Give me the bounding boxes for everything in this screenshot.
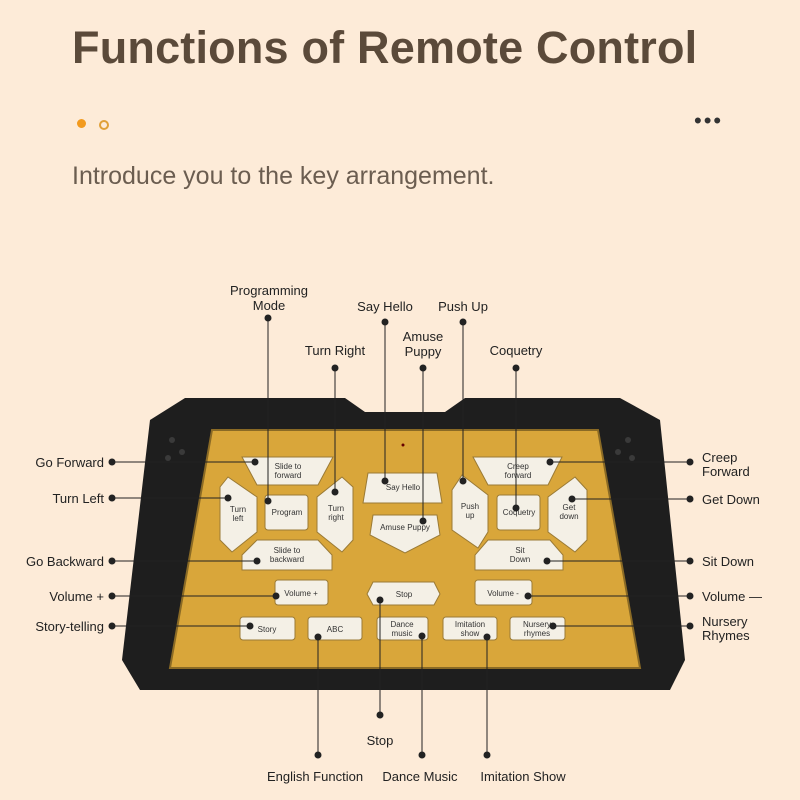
page-title: Functions of Remote Control [72,22,698,73]
callout-creep-forward: Creep [702,450,737,465]
dance-music-button[interactable] [376,616,429,641]
volume-up-button[interactable] [274,579,329,606]
button-label: Turn [230,505,246,514]
button-label: Slide to [275,462,302,471]
pagination-dot[interactable] [99,120,109,130]
callout-turn-left: Turn Left [52,491,104,506]
callout-turn-right: Turn Right [305,343,366,358]
slide-forward-button[interactable] [241,456,334,486]
button-label: backward [270,555,304,564]
subtitle: Introduce you to the key arrangement. [72,162,495,190]
volume-down-button[interactable] [474,579,533,606]
callout-imitation-show: Imitation Show [480,769,566,784]
button-label: Stop [396,590,413,599]
callout-creep-forward: Forward [702,464,750,479]
callout-dance-music: Dance Music [382,769,458,784]
callout-nursery-rhymes: Nursery [702,614,748,629]
button-label: Down [510,555,530,564]
callout-go-forward: Go Forward [35,455,104,470]
button-label: ABC [327,625,344,634]
button-label: Amuse Puppy [380,523,430,532]
button-label: Story [258,625,277,634]
amuse-puppy-button[interactable] [369,514,441,554]
button-label: Volume - [487,589,519,598]
button-label: Slide to [274,546,301,555]
speaker-holes [165,437,635,461]
button-label: Get [563,503,577,512]
nursery-rhymes-button[interactable] [509,616,566,641]
callout-coquetry: Coquetry [490,343,543,358]
coquetry-button[interactable] [496,494,541,531]
callout-programming-mode: Mode [253,298,286,313]
button-label: Volume + [284,589,318,598]
callout-dots [108,314,694,759]
button-label: right [328,513,344,522]
callout-programming-mode: Programming [230,283,308,298]
more-icon[interactable]: ••• [694,108,724,133]
abc-button[interactable] [307,616,363,641]
button-label: Program [272,508,303,517]
callout-story-telling: Story-telling [35,619,104,634]
callout-nursery-rhymes: Rhymes [702,628,750,643]
callout-stop: Stop [367,733,394,748]
button-label: music [392,629,413,638]
story-button[interactable] [239,616,296,641]
callout-push-up: Push Up [438,299,488,314]
pagination-dot-active[interactable] [77,119,86,128]
program-button[interactable] [264,494,309,531]
get-down-button[interactable] [547,476,588,553]
turn-right-button[interactable] [316,476,354,553]
button-label: forward [505,471,532,480]
button-label: Imitation [455,620,485,629]
button-label: Dance [390,620,414,629]
slide-backward-button[interactable] [241,539,333,571]
button-label: left [233,514,244,523]
button-label: down [559,512,578,521]
callout-lines [112,318,690,755]
button-label: Say Hello [386,483,421,492]
button-label: forward [275,471,302,480]
callout-sit-down: Sit Down [702,554,754,569]
button-label: Push [461,502,479,511]
callout-volume-down: Volume — [702,589,762,604]
indicator-light [401,443,405,447]
callout-english-function: English Function [267,769,363,784]
callout-amuse-puppy: Amuse [403,329,443,344]
sit-down-button[interactable] [474,539,564,571]
button-label: Coquetry [503,508,535,517]
button-label: show [461,629,480,638]
callout-volume-up: Volume + [49,589,104,604]
button-label: Turn [328,504,344,513]
stop-button[interactable] [366,581,441,606]
callout-go-backward: Go Backward [26,554,104,569]
button-label: up [466,511,475,520]
creep-forward-button[interactable] [472,456,563,486]
button-label: Creep [507,462,529,471]
callout-say-hello: Say Hello [357,299,413,314]
push-up-button[interactable] [451,474,489,549]
button-label: Nursery [523,620,551,629]
button-label: Sit [515,546,525,555]
callout-amuse-puppy: Puppy [405,344,442,359]
button-label: rhymes [524,629,550,638]
callout-get-down: Get Down [702,492,760,507]
imitation-show-button[interactable] [442,616,498,641]
